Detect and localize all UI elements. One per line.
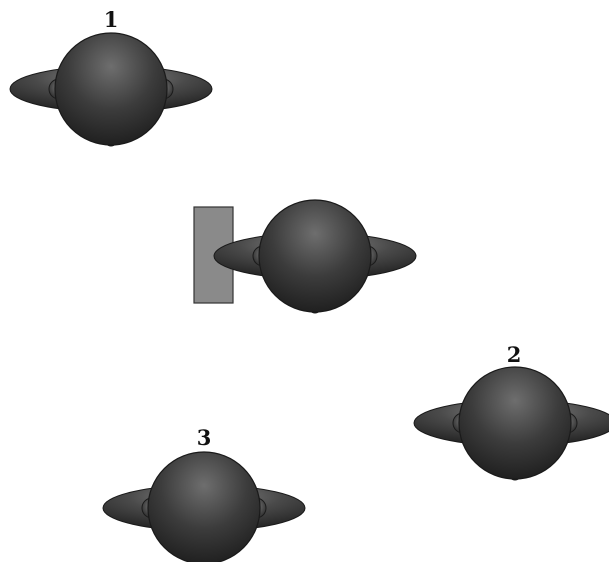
person-1-label: 1	[104, 7, 119, 32]
person-3-figure	[102, 451, 306, 562]
person-2-label: 2	[507, 342, 522, 367]
person-3-label: 3	[197, 425, 212, 450]
person-1-figure	[9, 32, 213, 147]
person-2-figure	[413, 366, 609, 481]
center-person-figure	[213, 199, 417, 314]
